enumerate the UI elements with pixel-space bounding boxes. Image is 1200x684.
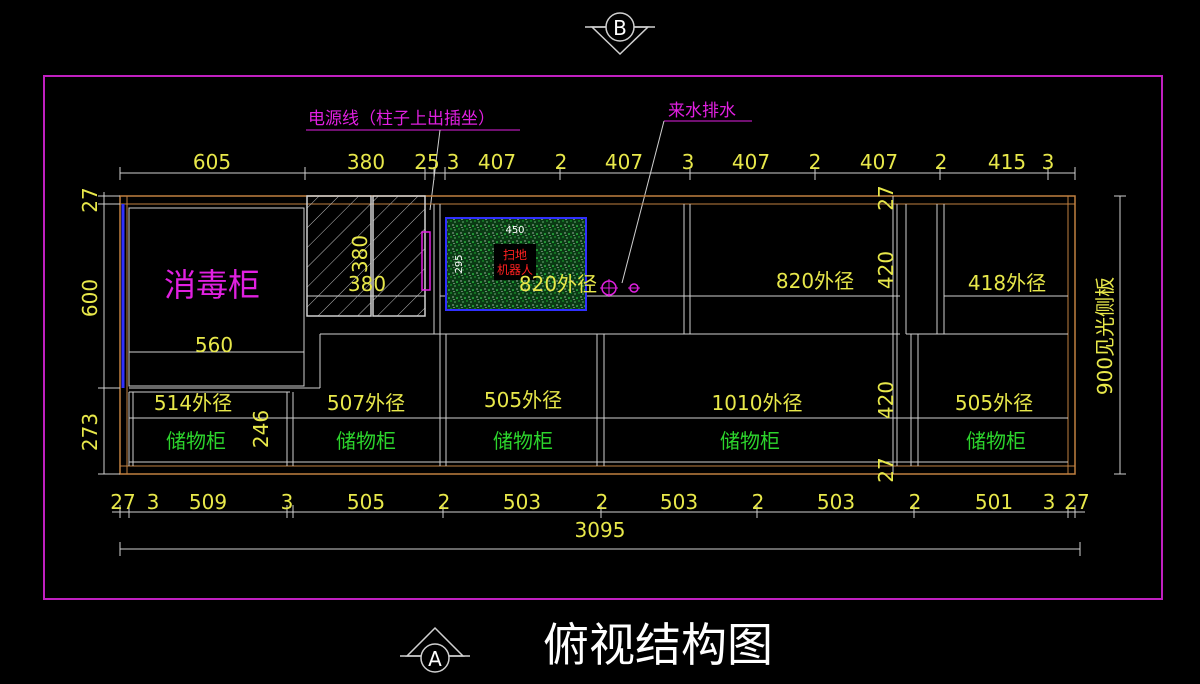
outer-dim: 418外径 <box>968 271 1046 295</box>
top-dim: 2 <box>935 150 948 174</box>
right-dim: 420 <box>874 251 898 289</box>
sterilizer-label: 消毒柜 <box>164 266 260 304</box>
total-width-dimension: 3095 <box>119 518 1081 556</box>
bottom-dim: 2 <box>752 490 765 514</box>
bottom-dim: 27 <box>1064 490 1089 514</box>
top-dim: 605 <box>193 150 231 174</box>
lower-outer-dim: 505外径 <box>955 391 1033 415</box>
robot-height: 295 <box>454 254 465 273</box>
door-dim: 380 <box>348 272 386 296</box>
left-dim: 600 <box>78 279 102 317</box>
outer-frame <box>43 75 1163 600</box>
bottom-dimension-chain: 27 3 509 3 505 2 503 2 503 2 503 2 501 3… <box>110 490 1090 518</box>
top-dim: 25 <box>414 150 439 174</box>
left-dimension-chain: 27 600 273 <box>78 187 120 475</box>
top-dimension-chain: 605 380 25 3 407 2 407 3 407 2 407 2 415… <box>119 150 1076 180</box>
storage-label: 储物柜 <box>336 429 396 453</box>
left-dim: 27 <box>78 187 102 212</box>
bottom-dim: 503 <box>503 490 541 514</box>
bottom-dim: 505 <box>347 490 385 514</box>
top-dim: 407 <box>860 150 898 174</box>
marker-b-label: B <box>613 16 627 40</box>
robot-label-2: 机器人 <box>497 263 533 277</box>
right-dim: 420 <box>874 381 898 419</box>
robot-width: 450 <box>505 225 524 236</box>
top-dim: 3 <box>1042 150 1055 174</box>
lower-outer-dim: 514外径 <box>154 391 232 415</box>
door-dim-vertical: 380 <box>348 235 372 273</box>
bottom-dim: 3 <box>147 490 160 514</box>
right-dimension-chain: 27 420 420 27 <box>874 185 898 482</box>
storage-label: 储物柜 <box>493 429 553 453</box>
water-note: 来水排水 <box>668 101 736 121</box>
storage-label: 储物柜 <box>166 429 226 453</box>
bottom-dim: 3 <box>281 490 294 514</box>
cabinet-outline <box>119 195 1076 475</box>
top-dim: 3 <box>447 150 460 174</box>
bottom-dim: 503 <box>817 490 855 514</box>
lower-cabinet-lines <box>128 334 1068 466</box>
top-dim: 415 <box>988 150 1026 174</box>
bottom-dim: 2 <box>596 490 609 514</box>
top-dim: 2 <box>809 150 822 174</box>
lower-outer-dim: 1010外径 <box>712 391 803 415</box>
outer-dim: 820外径 <box>776 269 854 293</box>
left-dim: 273 <box>78 413 102 451</box>
glass-doors <box>306 195 431 317</box>
bottom-dim: 503 <box>660 490 698 514</box>
bottom-dim: 501 <box>975 490 1013 514</box>
outer-dim: 820外径 <box>519 272 597 296</box>
top-dim: 380 <box>347 150 385 174</box>
sterilizer-width: 560 <box>195 333 233 357</box>
upper-cabinet-lines <box>128 204 1068 466</box>
top-dim: 407 <box>605 150 643 174</box>
section-marker-b: B <box>585 12 655 56</box>
bottom-dim: 3 <box>1043 490 1056 514</box>
top-dim: 3 <box>682 150 695 174</box>
storage-label: 储物柜 <box>720 429 780 453</box>
top-dim: 407 <box>478 150 516 174</box>
right-dim: 27 <box>874 457 898 482</box>
bottom-dim: 509 <box>189 490 227 514</box>
lower-outer-dim: 505外径 <box>484 388 562 412</box>
section-marker-a: A <box>400 626 470 673</box>
total-width: 3095 <box>575 518 626 542</box>
power-cable-note: 电源线（柱子上出插坐） <box>308 109 495 129</box>
top-dim: 2 <box>555 150 568 174</box>
robot-label-1: 扫地 <box>503 248 527 262</box>
bottom-dim: 2 <box>909 490 922 514</box>
drawing-title: 俯视结构图 <box>543 618 773 672</box>
top-dim: 407 <box>732 150 770 174</box>
marker-a-label: A <box>428 647 442 671</box>
inner-dim: 246 <box>249 410 273 448</box>
storage-label: 储物柜 <box>966 429 1026 453</box>
robot-vacuum-area <box>445 217 587 311</box>
lower-outer-dim: 507外径 <box>327 391 405 415</box>
bottom-dim: 27 <box>110 490 135 514</box>
right-dim: 27 <box>874 185 898 210</box>
side-panel-note: 900见光侧板 <box>1093 277 1117 395</box>
bottom-dim: 2 <box>438 490 451 514</box>
